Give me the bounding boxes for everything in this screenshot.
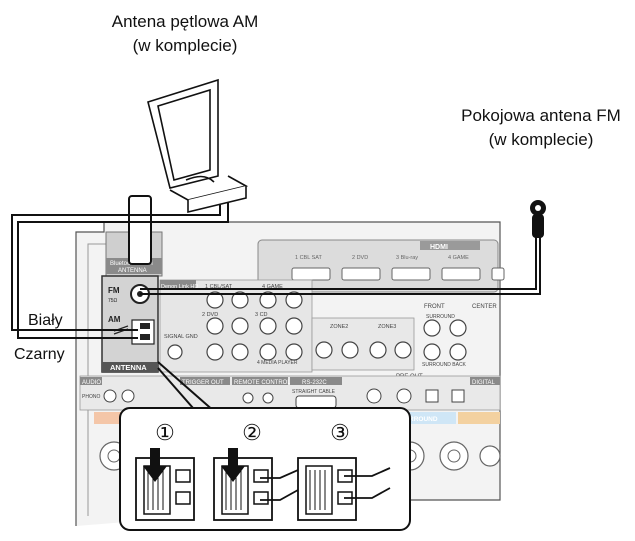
zone2-label: ZONE2 — [330, 324, 348, 330]
fm-antenna-included: (w komplecie) — [488, 130, 594, 149]
surround-label: SURROUND — [426, 314, 455, 320]
step-3-terminal — [297, 457, 391, 521]
connection-steps-callout: ① ② ③ — [119, 407, 411, 531]
cd-label: 3 CD — [255, 312, 268, 318]
game-label: 4 GAME — [262, 284, 283, 290]
cbl-sat-label: 1 CBL/SAT — [205, 284, 233, 290]
surround-speaker-label: SURROUND — [400, 416, 438, 423]
step-3-number: ③ — [330, 420, 350, 445]
am-terminal-label: AM — [108, 315, 121, 324]
straight-cable-label: STRAIGHT CABLE — [292, 389, 336, 395]
am-antenna-title: Antena pętlowa AM — [111, 12, 259, 31]
denon-link-label: Denon Link HD — [161, 284, 198, 290]
hdmi-ports — [291, 267, 505, 281]
audio-label: AUDIO — [82, 380, 101, 386]
phono-label: PHONO — [82, 394, 100, 400]
antenna-terminal-block: ANTENNA FM 75Ω AM — [101, 275, 159, 373]
zone3-label: ZONE3 — [378, 324, 396, 330]
antenna-label: ANTENNA — [110, 363, 147, 372]
media-player-label: 4 MEDIA PLAYER — [257, 360, 298, 366]
hdmi-label: HDMI — [430, 244, 448, 251]
press-arrow-icon — [221, 448, 245, 482]
fm-terminal-label: FM — [108, 286, 120, 295]
remote-control-label: REMOTE CONTROL — [234, 380, 291, 386]
hdmi-input-3: 3 Blu-ray — [396, 255, 418, 261]
rca-jacks-preout — [315, 319, 467, 361]
bt-wifi-antenna — [128, 195, 152, 265]
digital-label: DIGITAL — [472, 380, 496, 386]
hdmi-input-4: 4 GAME — [448, 255, 469, 261]
press-arrow-icon — [143, 448, 167, 482]
am-loop-antenna — [147, 78, 249, 214]
step-2-number: ② — [242, 420, 262, 445]
am-antenna-cable — [11, 203, 229, 339]
dvd-label: 2 DVD — [202, 312, 218, 318]
rca-jacks-input — [167, 291, 303, 361]
step-1-number: ① — [155, 420, 175, 445]
fm-antenna-caption: Pokojowa antena FM (w komplecie) — [448, 104, 634, 152]
center-label: CENTER — [472, 304, 497, 310]
am-antenna-caption: Antena pętlowa AM (w komplecie) — [100, 10, 270, 58]
hdmi-input-2: 2 DVD — [352, 255, 368, 261]
step-2-terminal — [213, 448, 301, 521]
front-label: FRONT — [424, 304, 445, 310]
surround-back-label: SURROUND BACK — [422, 362, 467, 368]
am-antenna-included: (w komplecie) — [132, 36, 238, 55]
hdmi-input-1: 1 CBL SAT — [295, 255, 323, 261]
fm-ohm-label: 75Ω — [108, 298, 118, 304]
step-1-terminal — [135, 448, 195, 521]
fm-antenna-cable — [140, 234, 541, 295]
white-wire-label: Biały — [28, 312, 63, 329]
rs232c-label: RS-232C — [302, 380, 327, 386]
fm-antenna-tip — [530, 200, 546, 238]
signal-gnd-label: SIGNAL GND — [164, 334, 198, 340]
fm-antenna-title: Pokojowa antena FM — [461, 106, 621, 125]
trigger-out-label: TRIGGER OUT — [182, 380, 224, 386]
black-wire-label: Czarny — [14, 346, 65, 363]
bt-antenna-line2: ANTENNA — [118, 268, 147, 274]
